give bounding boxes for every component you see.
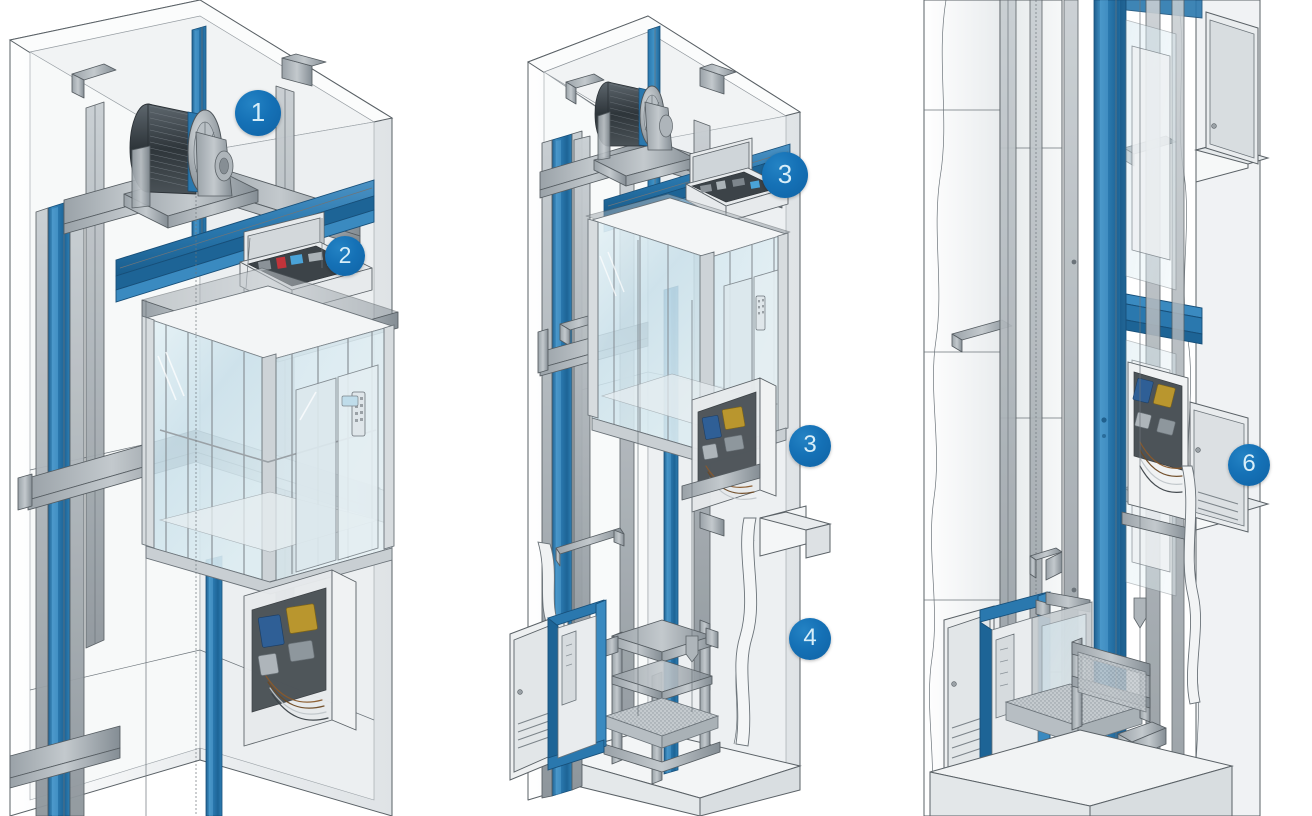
pit-beam-left <box>9 725 121 789</box>
shaft-equipment-left <box>243 569 357 747</box>
callout-label-2: 2 <box>338 241 352 268</box>
callout-badge-1[interactable]: 1 <box>235 90 281 136</box>
blue-guide-rail-left <box>35 196 85 816</box>
travelling-cable-center <box>537 517 758 747</box>
blue-guide-rail-left-secondary <box>205 555 223 816</box>
traction-sheave-machine-center[interactable] <box>593 81 695 187</box>
callout-badge-3a[interactable]: 3 <box>762 152 808 198</box>
shaft-hardware-right <box>1029 259 1077 593</box>
panel-right <box>923 0 1270 816</box>
callout-badge-4[interactable]: 4 <box>789 618 831 660</box>
callout-label-3a: 3 <box>777 158 793 189</box>
callout-badge-6[interactable]: 6 <box>1228 444 1270 486</box>
callout-label-1: 1 <box>250 96 266 127</box>
blue-guide-rail-right-main <box>1093 0 1127 816</box>
panoramic-glass-car-left[interactable] <box>141 285 395 595</box>
traction-sheave-machine-left[interactable] <box>123 103 259 229</box>
shaft-brackets-center <box>555 527 625 567</box>
landing-door-center[interactable] <box>509 599 607 781</box>
callout-label-4: 4 <box>803 624 817 652</box>
car-platform-right[interactable] <box>1004 601 1167 759</box>
shaft-control-cabinet-center[interactable] <box>681 377 777 513</box>
callout-badge-2[interactable]: 2 <box>325 236 365 276</box>
callout-badge-3b[interactable]: 3 <box>789 425 831 467</box>
inspection-panel-right[interactable] <box>1205 11 1259 165</box>
callout-label-3b: 3 <box>803 431 817 459</box>
pit-buffer-center <box>637 240 699 716</box>
travelling-cable-right <box>1181 465 1201 705</box>
panel-center <box>509 15 832 816</box>
callout-label-6: 6 <box>1242 450 1256 478</box>
pit-floor-right <box>929 729 1234 816</box>
control-cabinet-right[interactable] <box>1121 361 1249 541</box>
governor-rope-left <box>145 196 197 816</box>
panel-left <box>8 0 399 816</box>
